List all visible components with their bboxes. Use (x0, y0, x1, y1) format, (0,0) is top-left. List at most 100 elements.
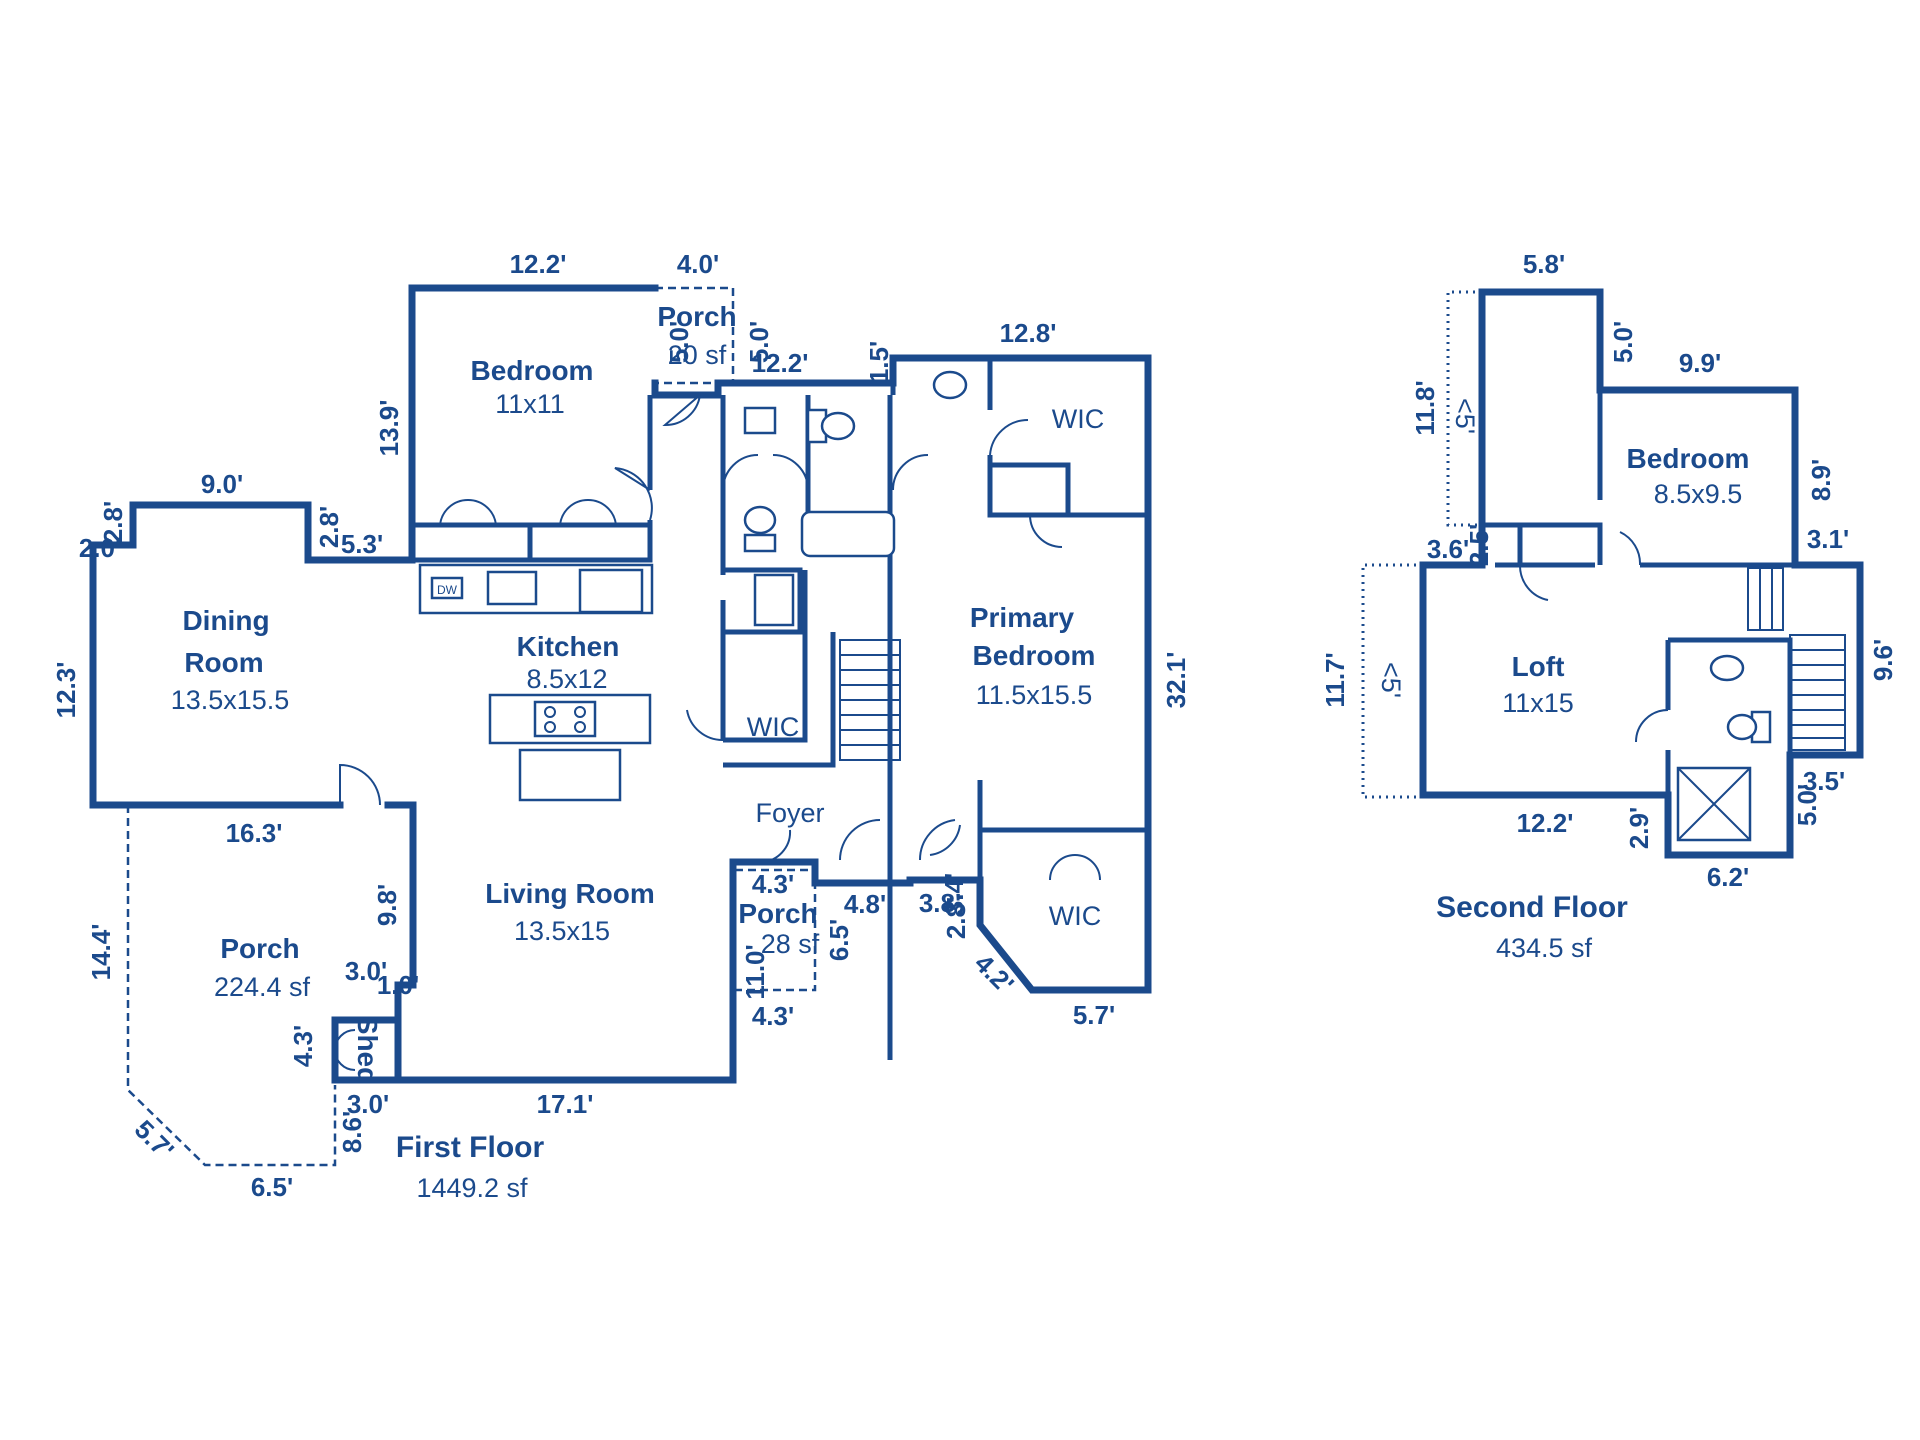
exterior-walls-main (89, 284, 1152, 1084)
bedroom-name: Bedroom (471, 355, 594, 386)
dim-label: 5.0' (1792, 784, 1822, 826)
refrigerator (578, 568, 644, 614)
toilet-icon (743, 505, 777, 535)
loft-dims: 11x15 (1502, 688, 1574, 718)
stair-treads (1759, 568, 1773, 630)
porch-top-name: Porch (657, 301, 736, 332)
dishwasher-label: DW (437, 583, 458, 597)
bedroom-dims: 11x11 (495, 389, 565, 419)
dim-label: 3.8' (919, 888, 961, 918)
dim-label: 3.4' (939, 873, 969, 915)
dim-label: 2.5' (1464, 524, 1494, 566)
dim-label: 32.1' (1161, 652, 1191, 709)
low-ceiling-label: <5' (1376, 662, 1406, 698)
loft-name: Loft (1512, 651, 1565, 682)
sink-icon (932, 370, 968, 400)
kitchen-dims: 8.5x12 (526, 664, 607, 694)
bathtub-icon (800, 510, 896, 558)
dim-label: 11.7' (1320, 652, 1350, 707)
dining-name-line1: Dining (182, 605, 269, 636)
dining-name-line2: Room (184, 647, 263, 678)
shower-drain (1677, 767, 1751, 841)
porch-front-outline (735, 868, 817, 992)
dim-label: 4.3' (752, 869, 794, 899)
dim-label: 4.0' (677, 249, 719, 279)
stairs-icon (1789, 634, 1846, 751)
second-floor-walls (1419, 288, 1864, 859)
burner-icon (574, 721, 586, 733)
dim-label: 5.0' (744, 321, 774, 363)
living-dims: 13.5x15 (514, 916, 610, 946)
first-floor-area: 1449.2 sf (416, 1173, 528, 1203)
dim-label: 11.8' (1410, 380, 1440, 435)
shed-name: Shed (352, 1016, 383, 1084)
porch-front-area: 28 sf (761, 929, 820, 959)
kitchen-name: Kitchen (517, 631, 620, 662)
dim-label: 4.8' (844, 889, 886, 919)
second-floor: Bedroom 8.5x9.5 Loft 11x15 <5' <5' 5.8' … (1320, 249, 1898, 963)
stair-treads (1790, 649, 1845, 739)
dim-label: 2.8' (941, 897, 971, 939)
porch-front-name: Porch (738, 898, 817, 929)
porch-top-area: 20 sf (668, 340, 727, 370)
dim-label: 8.6' (337, 1111, 367, 1153)
sink-icon (743, 406, 777, 435)
dim-label: 12.2' (510, 249, 567, 279)
dim-label: 5.7' (1073, 1000, 1115, 1030)
cooktop (533, 700, 597, 738)
primary-name-line1: Primary (970, 602, 1075, 633)
primary-name-line2: Bedroom (973, 640, 1096, 671)
burner-icon (544, 721, 556, 733)
door-icon (1518, 531, 1669, 743)
fireplace (518, 748, 622, 802)
porch-large-outline (126, 805, 337, 1167)
dim-label: 14.4' (86, 924, 116, 981)
dim-label: 9.6' (1868, 639, 1898, 681)
dim-label: 6.5' (824, 919, 854, 961)
dim-label: 3.6' (1427, 534, 1469, 564)
dim-label: 5.7' (129, 1114, 180, 1165)
dim-label: 6.5' (251, 1172, 293, 1202)
dim-label: 9.0' (201, 469, 243, 499)
dim-label: 3.0' (347, 1089, 389, 1119)
dim-label: 3.5' (1803, 766, 1845, 796)
low-ceiling-label: <5' (1450, 398, 1480, 434)
toilet-tank-icon (743, 533, 777, 553)
wic-1-name: WIC (1052, 404, 1104, 434)
dim-label: 16.3' (226, 818, 283, 848)
interior-walls (412, 358, 1151, 1060)
dim-label: 3.0' (345, 956, 387, 986)
dim-label: 11.0' (740, 944, 770, 999)
dim-label: 1.5' (864, 341, 894, 383)
dim-label: 5.3' (341, 529, 383, 559)
dim-label: 12.3' (51, 662, 81, 719)
kitchen-sink (486, 570, 538, 606)
dim-label: 2.8' (314, 506, 344, 548)
dim-label: 2.0' (79, 533, 121, 563)
dim-label: 8.9' (1806, 459, 1836, 501)
living-name: Living Room (485, 878, 655, 909)
dim-label: 13.9' (374, 400, 404, 457)
porch-large-name: Porch (220, 933, 299, 964)
dim-label: 12.8' (1000, 318, 1057, 348)
dishwasher (430, 576, 464, 600)
sf-bedroom-dims: 8.5x9.5 (1654, 479, 1743, 509)
second-floor-title: Second Floor (1436, 891, 1628, 924)
dim-label: 5.0' (1608, 321, 1638, 363)
first-floor: DW Bedroom 11x11 Dining Room 13.5x15.5 K… (51, 249, 1191, 1203)
toilet-icon (1726, 713, 1758, 741)
dining-dims: 13.5x15.5 (171, 685, 290, 715)
dim-label: 9.9' (1679, 348, 1721, 378)
washer-dryer-icon (753, 573, 795, 627)
dim-label: 17.1' (537, 1089, 594, 1119)
dim-label: 4.3' (752, 1001, 794, 1031)
dim-label: 2.9' (1624, 807, 1654, 849)
dim-label: 9.8' (372, 884, 402, 926)
sf-bedroom-name: Bedroom (1627, 443, 1750, 474)
wic-2-name: WIC (747, 712, 799, 742)
second-floor-area: 434.5 sf (1496, 933, 1593, 963)
foyer-name: Foyer (755, 798, 824, 828)
dim-label: 3.1' (1807, 524, 1849, 554)
dim-label: 5.0' (664, 321, 694, 363)
